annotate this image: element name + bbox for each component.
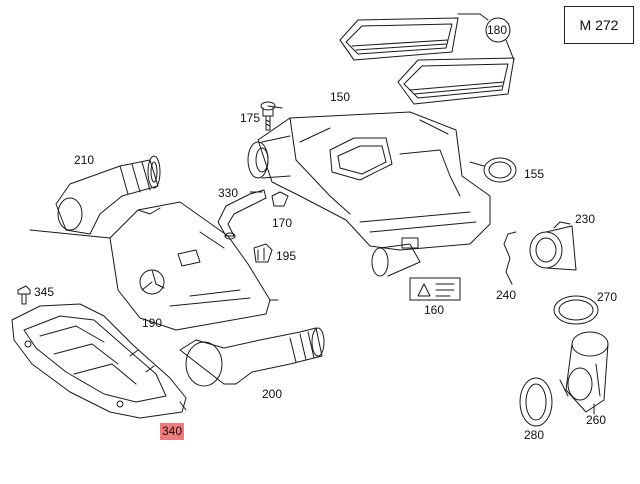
callout-175[interactable]: 175 <box>240 111 261 125</box>
callout-240[interactable]: 240 <box>496 288 517 302</box>
model-code-box: M 272 <box>564 6 634 44</box>
screw-345 <box>17 285 31 305</box>
engine-cover-190 <box>29 201 279 331</box>
callout-260[interactable]: 260 <box>586 413 607 427</box>
callout-190[interactable]: 190 <box>142 316 163 330</box>
seal-155 <box>483 157 517 183</box>
intake-duct-210 <box>55 155 161 235</box>
callout-345[interactable]: 345 <box>34 285 55 299</box>
air-filter-housing <box>247 111 491 277</box>
callout-270[interactable]: 270 <box>597 290 618 304</box>
highlight-340 <box>160 423 184 440</box>
callout-330[interactable]: 330 <box>218 186 239 200</box>
warning-label-160 <box>409 277 461 301</box>
cable-240 <box>503 231 517 285</box>
intake-duct-200 <box>179 327 325 387</box>
bolt-175 <box>260 101 276 131</box>
air-duct-340 <box>11 303 187 419</box>
callout-160[interactable]: 160 <box>424 303 445 317</box>
leader-180 <box>457 13 515 61</box>
callout-280[interactable]: 280 <box>524 428 545 442</box>
sensor-195 <box>253 243 273 263</box>
airflow-sensor-230 <box>529 221 577 271</box>
air-filter-element-upper <box>339 17 459 61</box>
ring-280 <box>519 377 553 427</box>
leader-lines <box>249 105 485 193</box>
callout-170[interactable]: 170 <box>272 216 293 230</box>
callout-155[interactable]: 155 <box>524 167 545 181</box>
callout-180[interactable]: 180 <box>487 23 508 37</box>
callout-340[interactable]: 340 <box>162 424 183 438</box>
model-code: M 272 <box>579 17 619 33</box>
callout-150[interactable]: 150 <box>330 90 351 104</box>
clip-170 <box>271 191 289 207</box>
callout-195[interactable]: 195 <box>276 249 297 263</box>
callout-230[interactable]: 230 <box>575 212 596 226</box>
resonator-housing-260 <box>559 331 609 415</box>
callout-200[interactable]: 200 <box>262 387 283 401</box>
air-filter-element-lower <box>397 57 515 105</box>
seal-270 <box>553 295 599 325</box>
callout-210[interactable]: 210 <box>74 153 95 167</box>
